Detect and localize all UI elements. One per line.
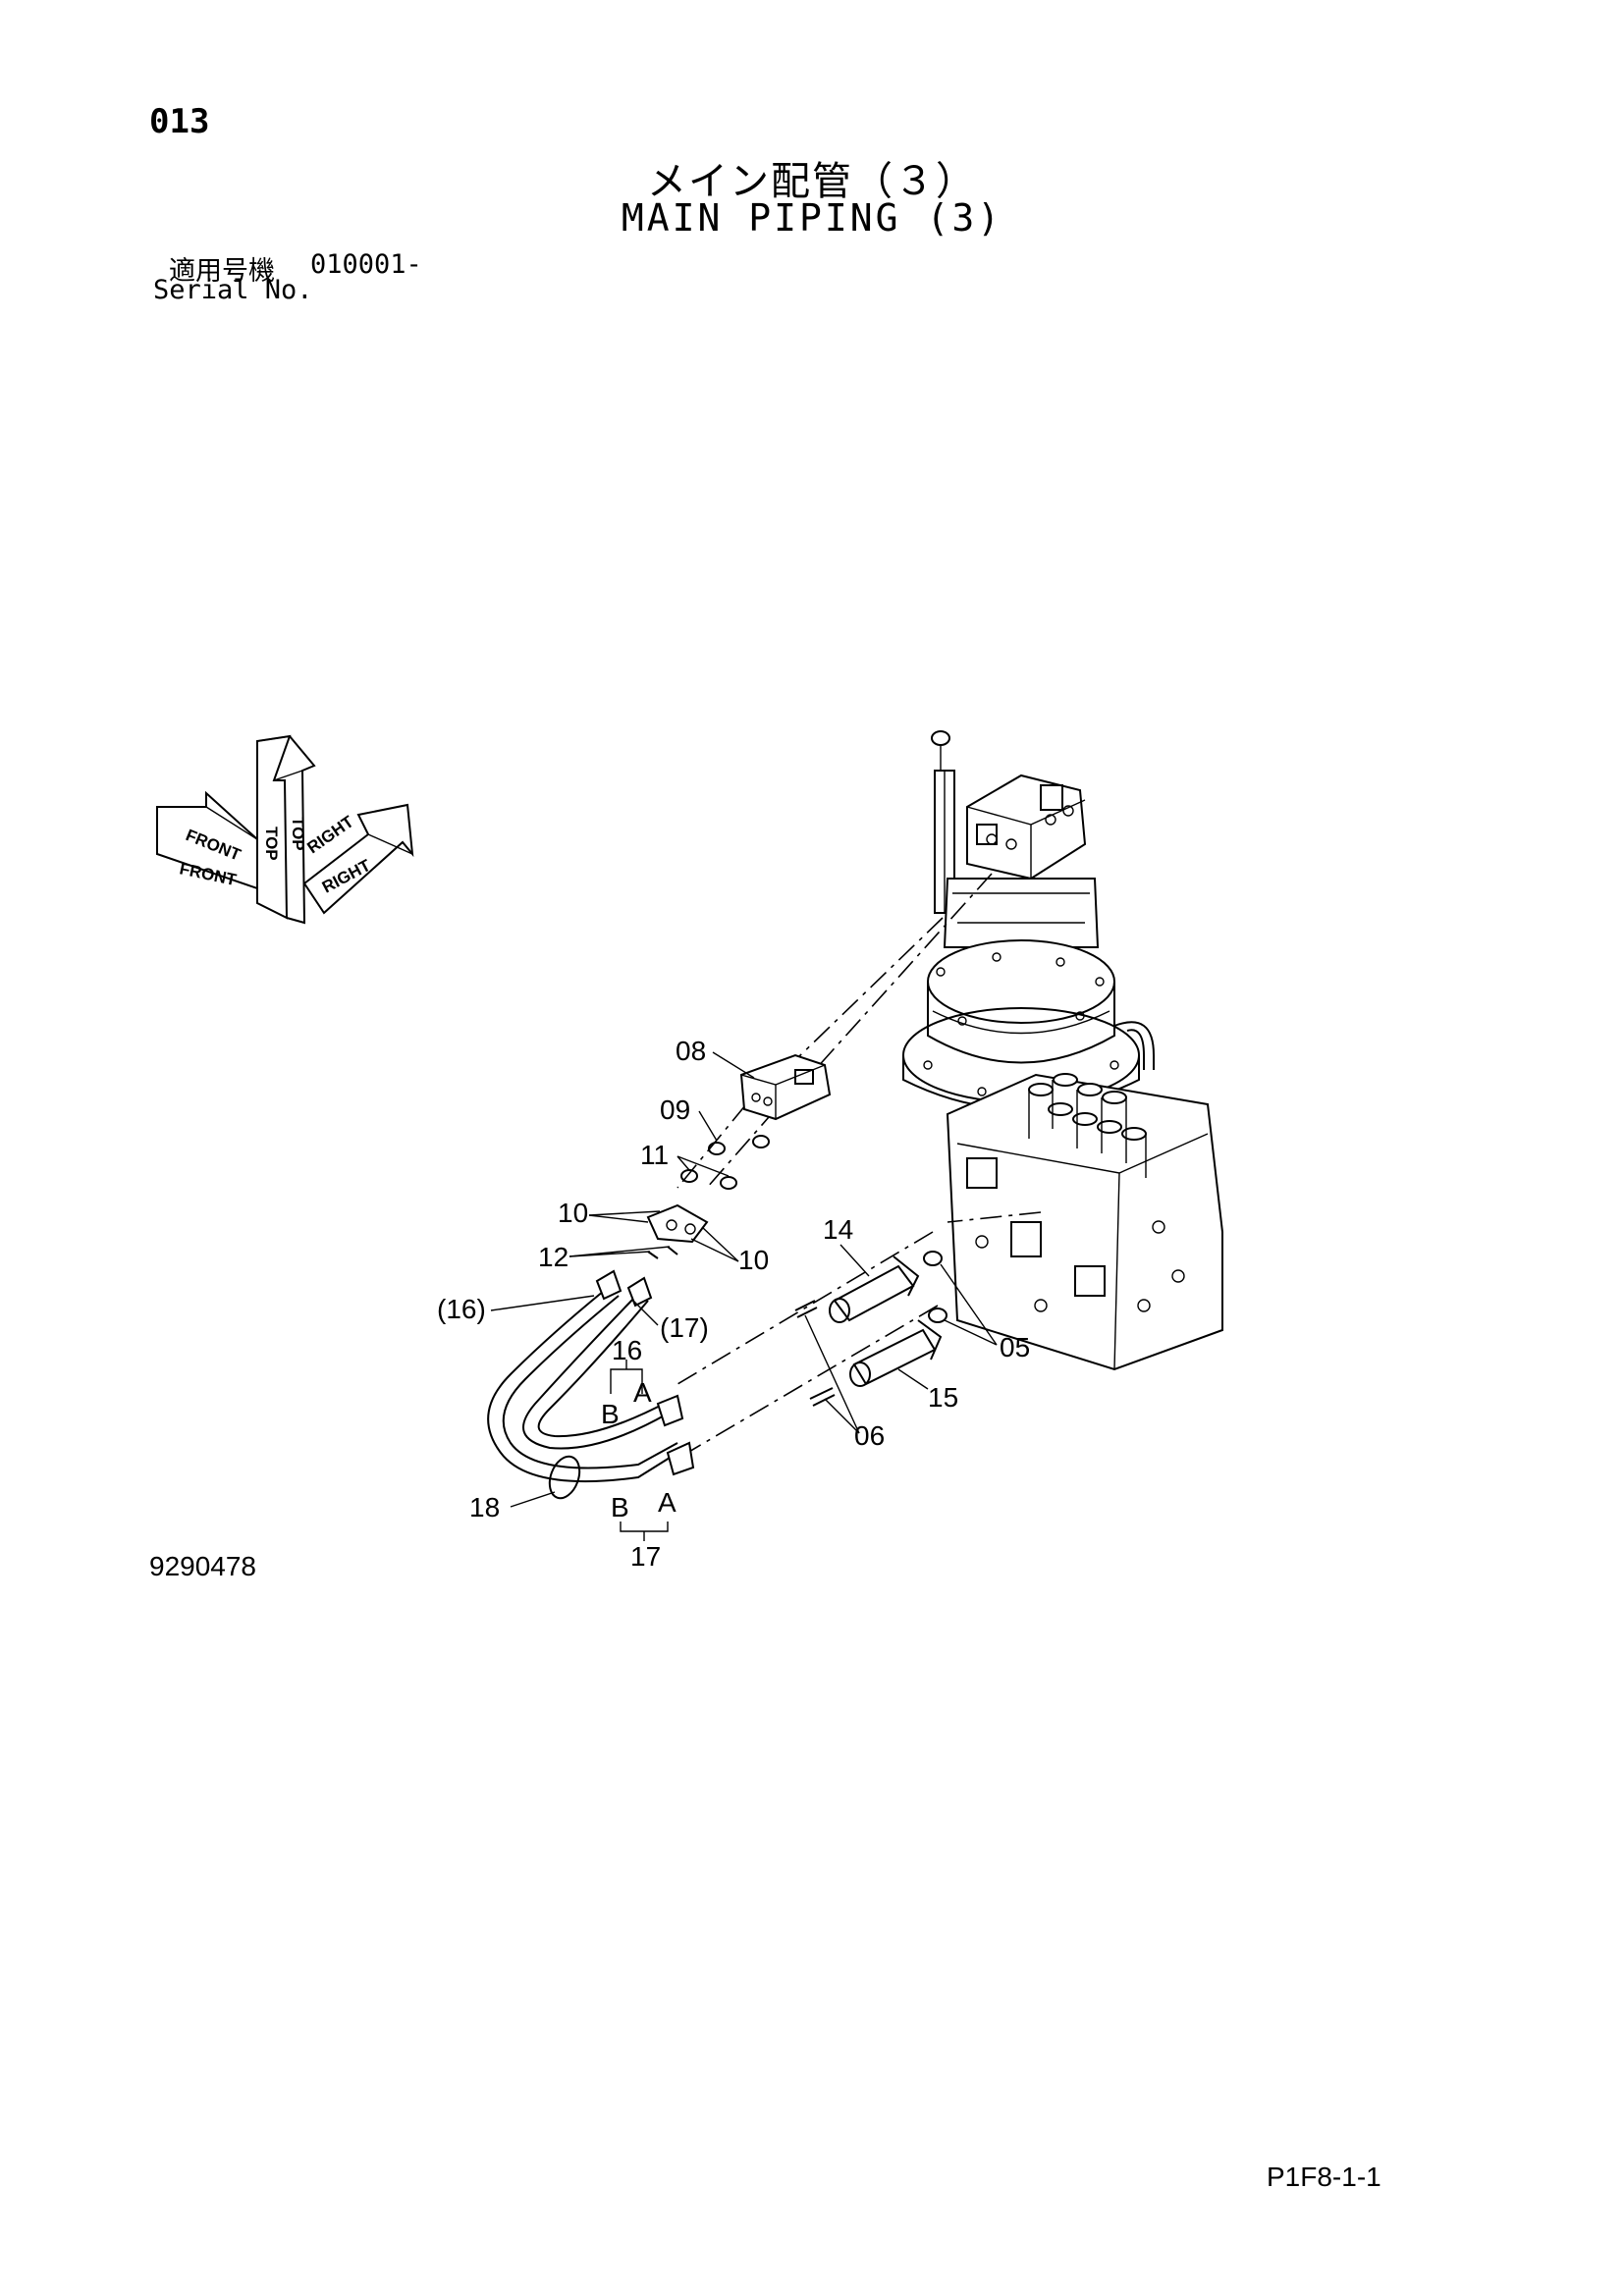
o-rings xyxy=(680,1135,947,1323)
swing-motor-assembly xyxy=(902,730,1155,1145)
orientation-indicator: FRONT FRONT TOP TOP RIGHT RIGHT xyxy=(156,734,414,925)
right-label-top: RIGHT xyxy=(303,812,357,857)
front-label: FRONT xyxy=(178,859,239,889)
top-arrow-icon: TOP TOP xyxy=(256,734,316,925)
right-arrow-icon: RIGHT RIGHT xyxy=(302,803,414,915)
page-title-japanese: メイン配管（３） xyxy=(647,159,977,204)
callout-16-port-b: B xyxy=(601,1399,620,1429)
serial-label-english: Serial No. xyxy=(153,275,313,305)
top-label-side: TOP xyxy=(289,817,307,851)
callout-10-right: 10 xyxy=(738,1245,769,1275)
page-number: 013 xyxy=(149,102,210,141)
leader-lines xyxy=(490,1051,998,1541)
callout-06: 06 xyxy=(854,1420,885,1451)
front-label-top: FRONT xyxy=(184,826,244,865)
callout-17: 17 xyxy=(630,1541,661,1572)
assembly-lines xyxy=(677,873,1042,1454)
callout-10-left: 10 xyxy=(558,1198,588,1228)
callout-11: 11 xyxy=(640,1140,669,1170)
callout-14: 14 xyxy=(823,1214,853,1245)
split-flange xyxy=(646,1203,709,1259)
top-label: TOP xyxy=(262,827,281,861)
callout-08: 08 xyxy=(676,1036,706,1066)
callout-17-port-b: B xyxy=(611,1492,629,1522)
callout-17-ref: (17) xyxy=(660,1312,709,1343)
callout-05: 05 xyxy=(1000,1332,1030,1362)
callout-16-ref: (16) xyxy=(437,1294,486,1324)
control-valve xyxy=(946,1073,1223,1371)
parts-14-15 xyxy=(794,1255,943,1407)
callout-09: 09 xyxy=(660,1095,690,1125)
callout-16-port-a: A xyxy=(633,1377,652,1408)
callout-17-port-a: A xyxy=(658,1487,677,1518)
sheet-code: P1F8-1-1 xyxy=(1267,2162,1381,2192)
hose-assembly xyxy=(487,1269,695,1500)
serial-number-value: 010001- xyxy=(310,249,422,280)
spool-caps xyxy=(1028,1073,1147,1178)
front-arrow-icon: FRONT FRONT xyxy=(156,790,258,890)
callout-16: 16 xyxy=(612,1335,642,1365)
callout-labels: 08 09 11 10 10 12 (16) (17) 16 A B 14 05… xyxy=(437,1036,1030,1572)
callout-15: 15 xyxy=(928,1382,958,1413)
callout-12: 12 xyxy=(538,1242,568,1272)
part-08-block xyxy=(739,1053,832,1121)
callout-18: 18 xyxy=(469,1492,500,1522)
right-label: RIGHT xyxy=(319,856,374,897)
serial-label-japanese: 適用号機 xyxy=(169,256,275,287)
drawing-number: 9290478 xyxy=(149,1551,257,1581)
page-title-english: MAIN PIPING (3) xyxy=(621,196,1003,240)
